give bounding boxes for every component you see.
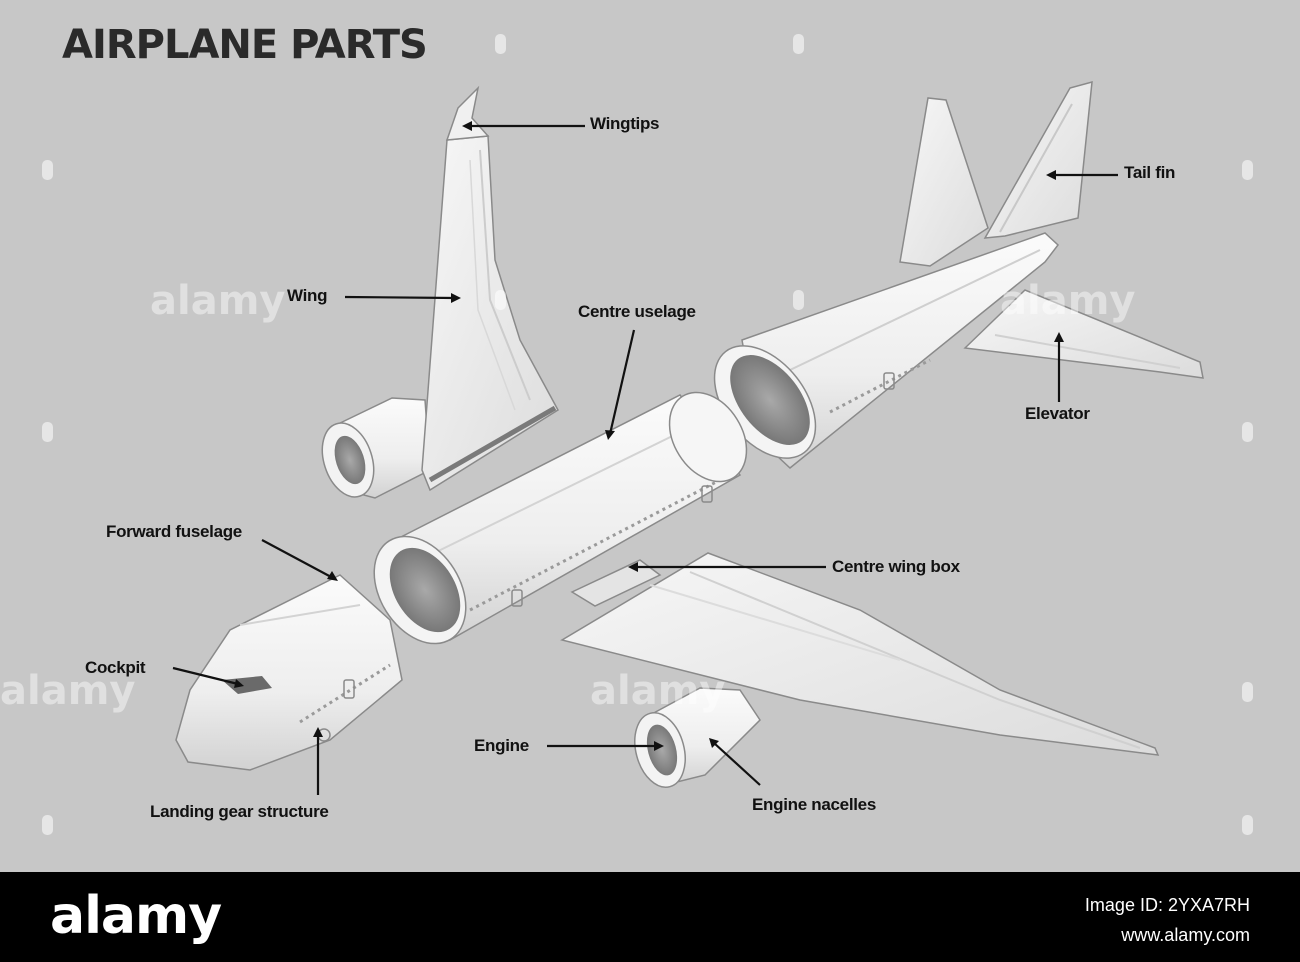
label-forward-fuselage: Forward fuselage bbox=[106, 522, 242, 541]
label-centre-fuselage: Centre uselage bbox=[578, 302, 696, 321]
leader-arrowheads bbox=[234, 121, 1064, 751]
watermark-dot bbox=[1242, 815, 1253, 835]
right-wing-part bbox=[560, 552, 1160, 756]
leader-forward-fuselage bbox=[261, 539, 334, 579]
watermark-dot bbox=[495, 290, 506, 310]
watermark-dot bbox=[42, 160, 53, 180]
label-cockpit: Cockpit bbox=[85, 658, 146, 677]
rear-fuselage-part bbox=[713, 232, 1060, 469]
watermark-dot bbox=[1242, 160, 1253, 180]
brand-logo: alamy bbox=[50, 886, 222, 946]
detached-wing-part bbox=[421, 85, 559, 492]
diagram-title: AIRPLANE PARTS bbox=[62, 22, 428, 68]
site-url: www.alamy.com bbox=[1121, 925, 1250, 945]
label-engine-nacelles: Engine nacelles bbox=[752, 795, 876, 814]
watermark-dot bbox=[495, 34, 506, 54]
label-centre-wing-box: Centre wing box bbox=[832, 557, 960, 576]
watermark-dot bbox=[793, 34, 804, 54]
watermark-text: alamy bbox=[0, 668, 136, 714]
watermark-text: alamy bbox=[590, 668, 726, 714]
watermark-dot bbox=[42, 815, 53, 835]
engine-part bbox=[634, 687, 761, 788]
airplane-illustration bbox=[172, 80, 1204, 795]
detached-engine-part bbox=[321, 397, 431, 499]
label-tail-fin: Tail fin bbox=[1124, 163, 1176, 182]
label-landing-gear-structure: Landing gear structure bbox=[150, 802, 329, 821]
label-engine: Engine bbox=[474, 736, 529, 755]
leader-lines bbox=[172, 124, 1118, 795]
label-wing: Wing bbox=[287, 286, 328, 305]
centre-fuselage-part bbox=[373, 391, 748, 645]
label-wingtips: Wingtips bbox=[590, 114, 660, 133]
leader-centre-fuselage bbox=[608, 329, 636, 435]
leader-wing bbox=[344, 295, 456, 300]
elevator-part bbox=[963, 289, 1204, 379]
image-id-block: Image ID: 2YXA7RH www.alamy.com bbox=[1085, 890, 1250, 950]
leader-engine-nacelles bbox=[713, 742, 761, 786]
watermark-dot bbox=[42, 422, 53, 442]
image-id: Image ID: 2YXA7RH bbox=[1084, 895, 1250, 915]
watermark-dot bbox=[1242, 422, 1253, 442]
watermark-dot bbox=[793, 290, 804, 310]
tail-fin-part bbox=[983, 80, 1093, 239]
label-elevator: Elevator bbox=[1025, 404, 1090, 423]
watermark-text: alamy bbox=[150, 278, 286, 324]
leader-cockpit bbox=[172, 666, 239, 686]
watermark-text: alamy bbox=[1000, 278, 1136, 324]
horizontal-stabiliser-left bbox=[899, 97, 989, 267]
forward-fuselage-part bbox=[175, 574, 403, 771]
stock-footer-bar: alamy Image ID: 2YXA7RH www.alamy.com bbox=[0, 872, 1300, 962]
diagram-canvas: alamy alamy alamy alamy AIRPLANE PARTS W… bbox=[0, 22, 1253, 835]
watermark-dot bbox=[1242, 682, 1253, 702]
